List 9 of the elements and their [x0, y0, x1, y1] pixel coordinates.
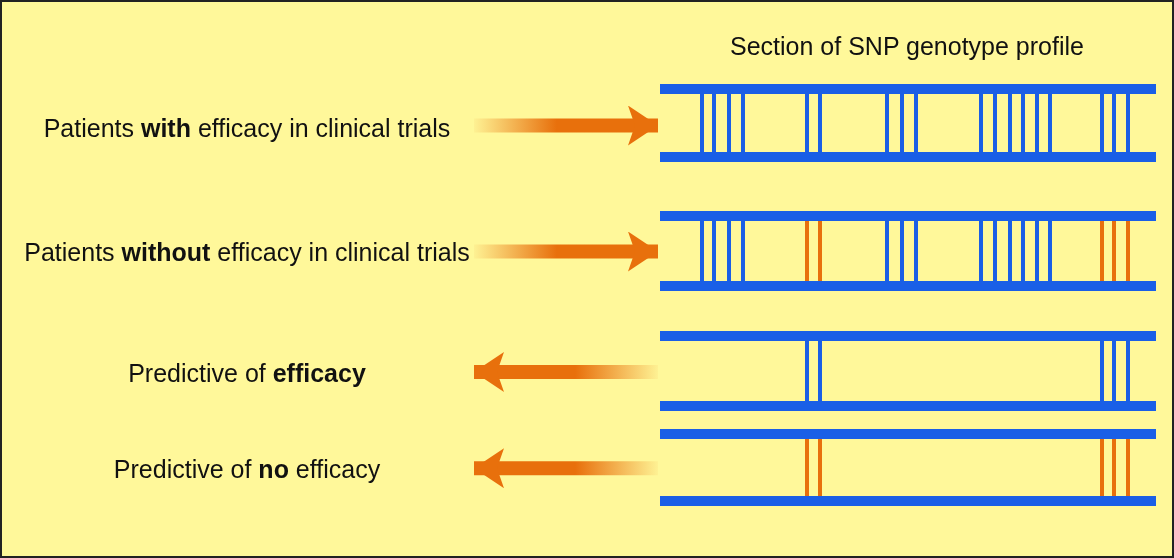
row-label: Patients with efficacy in clinical trials — [43, 113, 451, 144]
chart-heading: Section of SNP genotype profile — [729, 32, 1085, 61]
row-label: Patients without efficacy in clinical trials — [24, 237, 470, 268]
genotype-ladder-drawing — [660, 211, 1156, 291]
genotype-ladder-drawing — [660, 429, 1156, 506]
genotype-ladder-drawing — [660, 331, 1156, 411]
row-label: Predictive of efficacy — [128, 358, 366, 389]
row-label: Predictive of no efficacy — [113, 454, 381, 485]
genotype-ladder-drawing — [660, 84, 1156, 162]
